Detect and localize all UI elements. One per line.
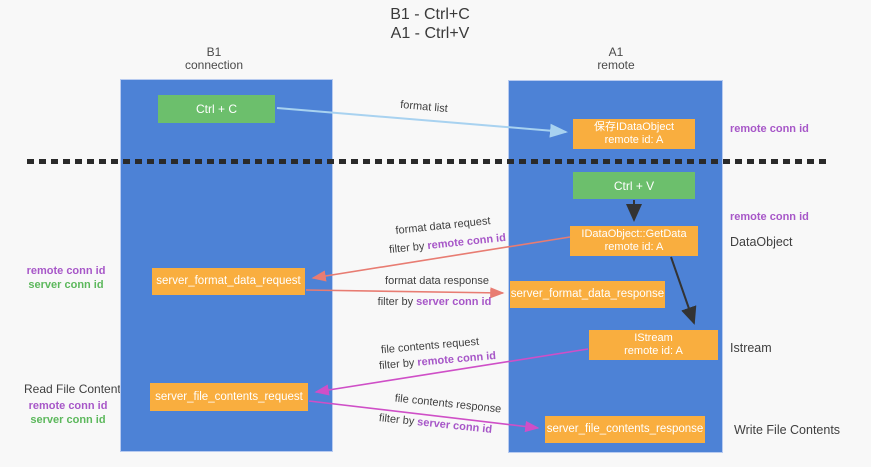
lane-header-b1: B1 connection [134, 46, 294, 72]
diagram-title: B1 - Ctrl+C A1 - Ctrl+V [0, 5, 860, 43]
left-remote-conn-id-1: remote conn id [26, 265, 106, 277]
getdata-line1: IDataObject::GetData [581, 228, 687, 240]
ctrl-v-label: Ctrl + V [613, 178, 655, 193]
node-server-format-data-request: server_format_data_request [152, 268, 305, 295]
label-format-list: format list [399, 98, 449, 116]
arrow-format-data-response [305, 287, 505, 299]
right-write-file-contents-label: Write File Contents [734, 423, 841, 437]
title-line-1: B1 - Ctrl+C [390, 6, 470, 23]
right-remote-conn-id-1: remote conn id [730, 123, 809, 135]
remote-conn-id-text: remote conn id [426, 231, 507, 253]
left-server-conn-id-1: server conn id [28, 279, 104, 291]
getdata-line2: remote id: A [604, 241, 664, 253]
lane-a1-role: remote [597, 58, 635, 72]
right-remote-conn-id-2: remote conn id [730, 211, 809, 223]
node-server-file-contents-request: server_file_contents_request [150, 383, 308, 411]
right-istream-label: Istream [730, 341, 772, 355]
ctrl-c-label: Ctrl + C [195, 102, 237, 116]
copy-paste-divider-line [27, 159, 830, 164]
left-conn-id-block-1: remote conn id server conn id [16, 264, 116, 292]
lane-header-a1: A1 remote [536, 46, 696, 72]
node-ctrl-v: Ctrl + V [573, 172, 695, 199]
node-server-file-contents-response: server_file_contents_response [545, 416, 705, 443]
istream-line2: remote id: A [624, 345, 683, 357]
node-server-format-data-response: server_format_data_response [510, 281, 665, 308]
server-format-data-request-label: server_format_data_request [156, 275, 301, 287]
save-idataobject-line2: remote id: A [604, 134, 664, 146]
lane-b1-role: connection [184, 58, 244, 72]
node-save-idataobject: 保存IDataObject remote id: A [573, 119, 695, 149]
label-format-data-response: format data response [385, 275, 489, 287]
left-remote-conn-id-2: remote conn id [28, 400, 108, 412]
node-ctrl-c: Ctrl + C [158, 95, 275, 123]
istream-line1: IStream [634, 332, 673, 344]
right-dataobject-label: DataObject [730, 235, 793, 249]
remote-conn-id-text: remote conn id [416, 349, 497, 369]
server-file-contents-request-label: server_file_contents_request [155, 390, 303, 403]
lane-b1-name: B1 [206, 45, 222, 59]
lane-a1-name: A1 [608, 45, 624, 59]
node-istream: IStream remote id: A [589, 330, 718, 360]
server-conn-id-text: server conn id [416, 416, 493, 436]
left-read-file-contents-label: Read File Contents [24, 382, 127, 396]
save-idataobject-line1: 保存IDataObject [593, 121, 675, 133]
server-format-data-response-label: server_format_data_response [510, 288, 665, 300]
server-file-contents-response-label: server_file_contents_response [546, 423, 704, 435]
left-conn-id-block-2: remote conn id server conn id [16, 399, 120, 427]
title-line-2: A1 - Ctrl+V [390, 25, 470, 42]
server-conn-id-text: server conn id [416, 296, 492, 308]
filter-by-text: filter by [377, 296, 414, 308]
left-server-conn-id-2: server conn id [30, 414, 106, 426]
filter-by-text: filter by [378, 357, 415, 373]
filter-by-text: filter by [388, 240, 426, 257]
node-idataobject-getdata: IDataObject::GetData remote id: A [570, 226, 698, 256]
filter-by-text: filter by [378, 412, 415, 428]
label-file-contents-response: file contents response [394, 392, 502, 416]
